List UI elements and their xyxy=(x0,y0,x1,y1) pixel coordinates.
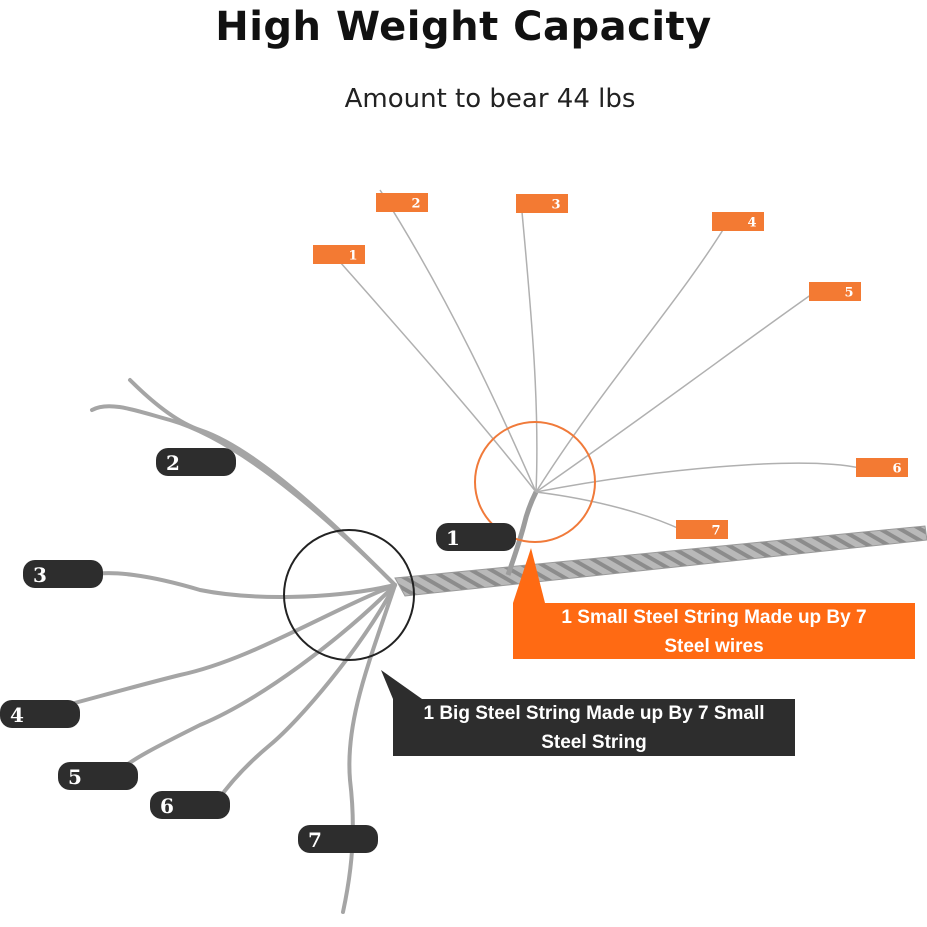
dark-tag-1-text: 1 xyxy=(446,526,460,550)
orange-tag-5: 5 xyxy=(809,282,861,301)
orange-tag-4-text: 4 xyxy=(747,216,756,231)
small-string-callout-line2: Steel wires xyxy=(664,636,764,657)
orange-tags: 1 2 3 4 5 6 7 xyxy=(313,193,908,539)
orange-tag-3-text: 3 xyxy=(551,198,560,213)
dark-tag-6-text: 6 xyxy=(160,794,174,818)
big-string-circle xyxy=(283,529,415,661)
dark-callout-pointer xyxy=(381,670,422,699)
orange-tag-6-text: 6 xyxy=(892,462,901,477)
orange-tag-1-text: 1 xyxy=(348,249,357,264)
dark-tag-4: 4 xyxy=(0,700,80,728)
dark-tags: 1 2 3 4 5 6 7 xyxy=(0,448,516,853)
orange-tag-6: 6 xyxy=(856,458,908,477)
orange-tag-2-text: 2 xyxy=(411,197,420,212)
dark-tag-7-text: 7 xyxy=(308,828,322,852)
thin-wires xyxy=(339,189,861,531)
orange-tag-4: 4 xyxy=(712,212,764,231)
dark-tag-6: 6 xyxy=(150,791,230,819)
orange-tag-7: 7 xyxy=(676,520,728,539)
dark-tag-4-text: 4 xyxy=(10,703,24,727)
small-string-circle xyxy=(474,421,596,543)
orange-callout-pointer xyxy=(513,548,545,603)
orange-tag-1: 1 xyxy=(313,245,365,264)
small-string-strand xyxy=(505,490,539,576)
big-string-callout-line1: 1 Big Steel String Made up By 7 Small xyxy=(423,703,765,724)
page-subtitle: Amount to bear 44 lbs xyxy=(344,84,636,114)
dark-tag-2: 2 xyxy=(156,448,236,476)
dark-tag-7: 7 xyxy=(298,825,378,853)
small-string-callout-line1: 1 Small Steel String Made up By 7 xyxy=(561,607,867,628)
dark-tag-3-text: 3 xyxy=(33,563,47,587)
dark-tag-1: 1 xyxy=(436,523,516,551)
dark-tag-5-text: 5 xyxy=(68,765,82,789)
page-title: High Weight Capacity xyxy=(215,4,712,50)
orange-tag-5-text: 5 xyxy=(844,286,853,301)
orange-tag-7-text: 7 xyxy=(711,524,720,539)
big-string-callout: 1 Big Steel String Made up By 7 Small St… xyxy=(393,699,795,756)
orange-tag-2: 2 xyxy=(376,193,428,212)
orange-tag-3: 3 xyxy=(516,194,568,213)
dark-tag-5: 5 xyxy=(58,762,138,790)
big-string-callout-line2: Steel String xyxy=(541,732,647,753)
dark-tag-3: 3 xyxy=(23,560,103,588)
dark-tag-2-text: 2 xyxy=(166,451,180,475)
small-string-callout: 1 Small Steel String Made up By 7 Steel … xyxy=(513,603,915,659)
